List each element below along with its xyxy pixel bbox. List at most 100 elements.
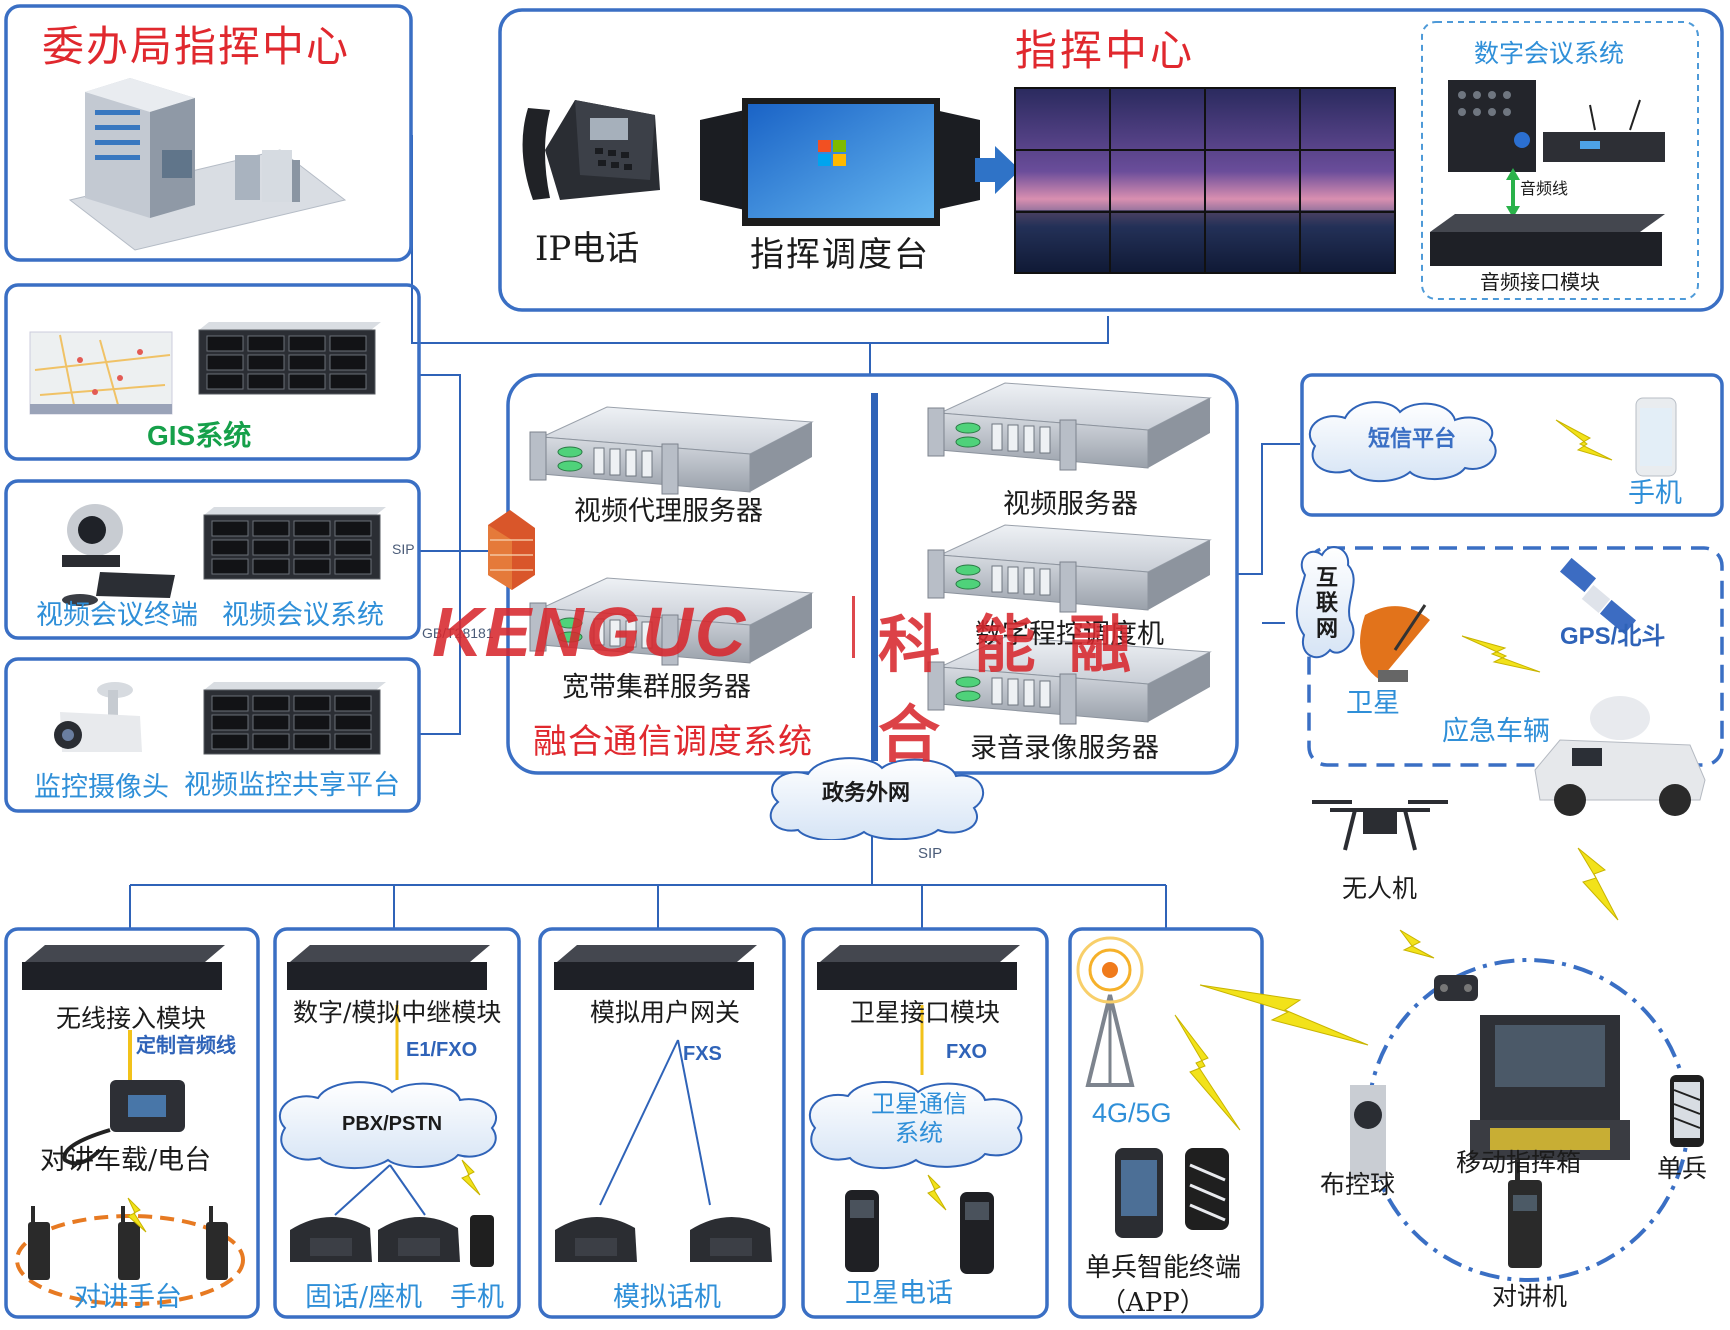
core-divider: [871, 393, 878, 761]
core-title: 融合通信调度系统: [533, 722, 813, 762]
satellite-phone-icons: [845, 1190, 994, 1274]
trunk-module-label: 数字/模拟中继模块: [293, 998, 502, 1027]
signal-bolt-icon: [461, 1159, 481, 1196]
dispatch-console-icon: [700, 98, 980, 226]
drone-icon: [1312, 800, 1448, 851]
trunk-mobile-label: 手机: [450, 1282, 504, 1313]
firewall-icon: [488, 510, 535, 590]
fixed-phone-label: 固话/座机: [305, 1282, 423, 1313]
cell-tower-icon: [1076, 936, 1144, 1087]
desk-phone-icons: [290, 1216, 460, 1262]
connection-lines: [129, 135, 1300, 929]
command-case-label: 移动指挥箱: [1456, 1148, 1582, 1177]
signal-bolt-icon: [1199, 984, 1369, 1046]
gov-network-label: 政务外网: [821, 780, 911, 806]
soldier-terminal-icon: [1670, 1075, 1704, 1147]
ip-phone-icon: [522, 100, 660, 200]
sat-fxo-label: FXO: [946, 1041, 988, 1063]
soldier-label: 单兵: [1657, 1154, 1708, 1183]
gov-network-cloud: [769, 757, 985, 840]
smartphone-icon: [470, 1215, 494, 1267]
emergency-vehicle-icon: [1534, 696, 1706, 816]
mobile-command-case-icon: [1470, 1015, 1630, 1160]
audio-link-icon: [1506, 168, 1520, 218]
recording-label: 录音录像服务器: [970, 733, 1159, 764]
phone-label: 手机: [1628, 478, 1682, 509]
signal-bolt-icon: [927, 1174, 947, 1211]
console-label: 指挥调度台: [750, 235, 930, 275]
analog-phone-label: 模拟话机: [613, 1282, 721, 1313]
walkie-talkie-label: 对讲机: [1492, 1282, 1568, 1311]
handsets-label: 对讲手台: [74, 1282, 182, 1313]
radio-label: 对讲车载/电台: [40, 1145, 212, 1176]
app-label: （APP）: [1100, 1288, 1206, 1318]
audio-cable-label: 定制音频线: [136, 1035, 236, 1057]
video-share-label: 视频监控共享平台: [184, 770, 400, 801]
video-server-label: 视频服务器: [1003, 489, 1138, 520]
signal-bolt-icon: [1577, 847, 1619, 921]
video-conf-system-label: 视频会议系统: [222, 600, 384, 631]
satellite-dish-icon: [1360, 604, 1430, 682]
wireless-module-label: 无线接入模块: [56, 1004, 207, 1033]
video-proxy-label: 视频代理服务器: [574, 496, 763, 527]
satellite-module-label: 卫星接口模块: [850, 998, 1001, 1027]
walkie-talkie-icon: [1508, 1158, 1542, 1268]
gps-satellite-icon: [1559, 557, 1637, 635]
smartphone-icon: [1635, 397, 1677, 477]
interface-module-icons: [22, 945, 1020, 990]
pbx-lines: [334, 1164, 426, 1216]
top-left-title: 委办局指挥中心: [42, 22, 351, 71]
drone-label: 无人机: [1342, 874, 1418, 903]
analog-phone-icons: [555, 1216, 772, 1262]
internet-label: 互联网: [1315, 565, 1338, 642]
microphone-receiver-icon: [1543, 99, 1665, 162]
smart-terminal-label: 单兵智能终端: [1085, 1253, 1242, 1283]
audio-line-label: 音频线: [1520, 181, 1569, 198]
video-conference-camera-icon: [62, 504, 175, 606]
mixer-icon: [1448, 80, 1536, 172]
signal-bolt-icon: [1174, 1014, 1241, 1131]
video-conf-terminal-label: 视频会议终端: [36, 600, 198, 631]
handheld-radio-icons: [28, 1206, 228, 1280]
satellite-comm-cloud: [808, 1081, 1023, 1170]
signal-bolt-icon: [127, 1197, 147, 1233]
conference-title: 数字会议系统: [1474, 40, 1625, 68]
windows-logo-icon: [818, 140, 846, 166]
gateway-lines: [599, 1039, 711, 1206]
digital-switch-label: 数字程控调度机: [975, 619, 1164, 650]
signal-bolt-icon: [1461, 635, 1541, 673]
sat-cloud-label: 卫星通信系统: [871, 1090, 967, 1147]
video-wall: [1014, 87, 1396, 274]
panels: [4, 4, 1724, 1319]
camera-label: 监控摄像头: [34, 772, 169, 803]
command-center-title: 指挥中心: [1015, 26, 1196, 75]
dome-camera-icon: [1350, 1085, 1386, 1180]
sms-platform-label: 短信平台: [1368, 426, 1457, 452]
ip-phone-label: IP电话: [535, 229, 640, 269]
sat-phone-label: 卫星电话: [845, 1278, 953, 1309]
signal-bolt-icon: [1555, 419, 1613, 461]
audio-interface-module-icon: [1430, 214, 1665, 266]
pbx-label: PBX/PSTN: [342, 1113, 443, 1135]
conference-panel: [1421, 21, 1699, 300]
sms-cloud: [1308, 401, 1497, 483]
audio-module-label: 音频接口模块: [1480, 272, 1600, 294]
fxs-label: FXS: [683, 1043, 722, 1065]
gis-label: GIS系统: [147, 420, 252, 451]
remote-controller-icon: [1434, 975, 1478, 1001]
sip-label-center: SIP: [918, 845, 943, 862]
signal-bolt-icon: [1399, 929, 1435, 959]
surveillance-camera-icon: [54, 682, 142, 752]
satellite-label: 卫星: [1346, 688, 1400, 719]
pbx-cloud: [278, 1081, 498, 1170]
sip-label-left: SIP: [392, 541, 415, 557]
broadband-label: 宽带集群服务器: [562, 672, 751, 703]
smart-terminal-icons: [1115, 1148, 1229, 1238]
dome-camera-label: 布控球: [1320, 1170, 1396, 1199]
mobile-net-label: 4G/5G: [1092, 1098, 1172, 1128]
vehicle-label: 应急车辆: [1442, 716, 1550, 747]
internet-cloud: [1295, 546, 1355, 659]
gb-label: GB/T28181: [422, 625, 494, 641]
e1-fxo-label: E1/FXO: [406, 1039, 478, 1061]
